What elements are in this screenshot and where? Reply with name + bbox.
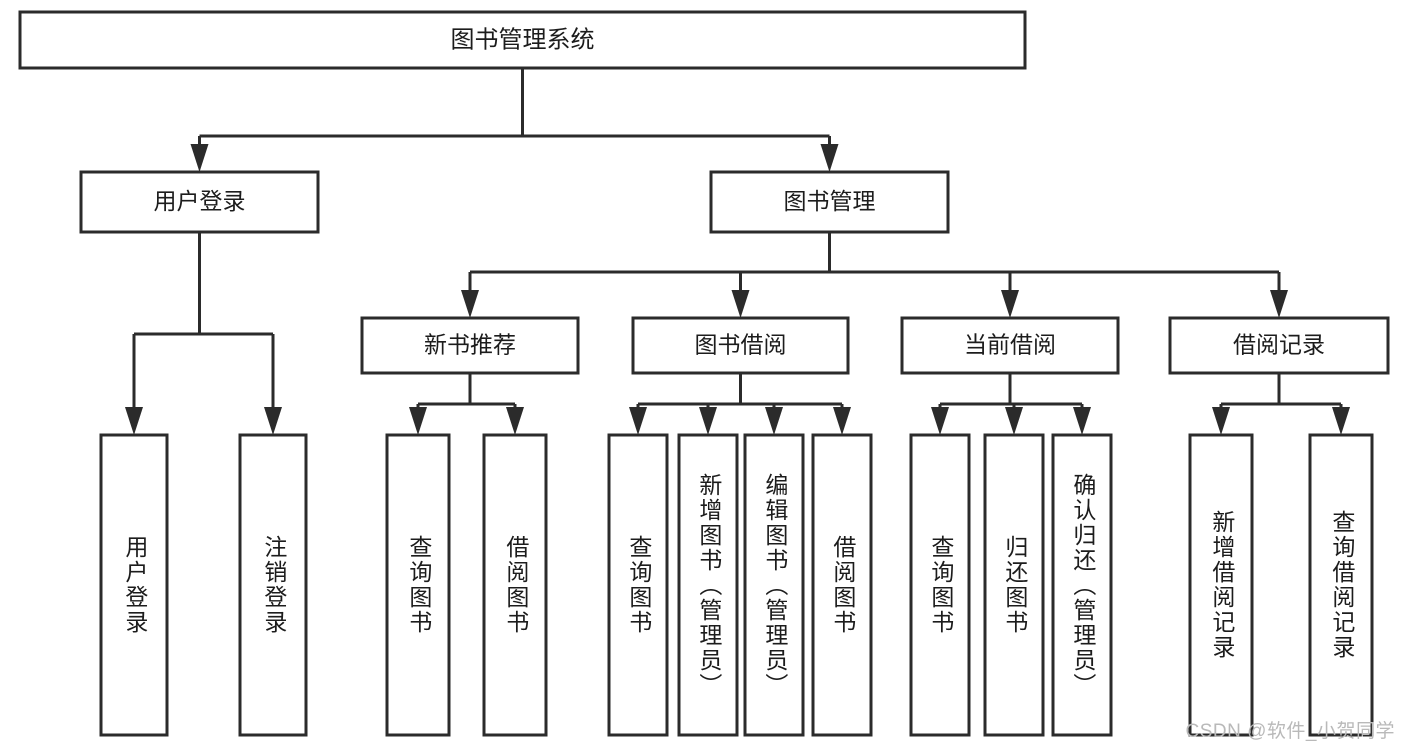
connector-root-to-level2 (190, 68, 839, 172)
node-borrow-record[interactable]: 借阅记录 (1168, 316, 1390, 375)
node-leaf-query-book-borrow[interactable] (607, 433, 669, 737)
node-leaf-query-borrow-record[interactable] (1308, 433, 1374, 737)
node-leaf-query-book-cur[interactable] (909, 433, 971, 737)
node-box-leaf-edit-book-admin[interactable] (743, 433, 805, 737)
connector-bookborrow-to-leaves (629, 373, 851, 435)
node-box-leaf-add-book-admin[interactable] (677, 433, 739, 737)
node-label-book-borrow: 图书借阅 (695, 332, 787, 358)
node-box-leaf-borrow-book[interactable] (811, 433, 873, 737)
node-box-book-manage[interactable] (709, 170, 950, 234)
connector-userlogin-to-leaves (125, 232, 282, 435)
connector-bookmanage-to-level3 (461, 232, 1288, 318)
connector-borrowrecord-to-leaves (1212, 373, 1350, 435)
connector-layer (125, 68, 1350, 435)
node-label-borrow-record: 借阅记录 (1233, 332, 1325, 358)
node-box-book-borrow[interactable] (631, 316, 850, 375)
node-box-leaf-query-book-rec[interactable] (385, 433, 451, 737)
watermark: CSDN @软件_小贺同学 (1185, 721, 1395, 742)
connector-newbookrec-to-leaves (409, 373, 524, 435)
node-current-borrow[interactable]: 当前借阅 (900, 316, 1120, 375)
node-box-root[interactable] (18, 10, 1027, 70)
node-box-leaf-query-book-cur[interactable] (909, 433, 971, 737)
node-leaf-user-logout[interactable] (238, 433, 308, 737)
node-leaf-borrow-book-rec[interactable] (482, 433, 548, 737)
node-user-login[interactable]: 用户登录 (79, 170, 320, 234)
node-leaf-confirm-return-admin[interactable] (1051, 433, 1113, 737)
node-label-current-borrow: 当前借阅 (964, 332, 1056, 358)
node-box-borrow-record[interactable] (1168, 316, 1390, 375)
node-box-leaf-query-book-borrow[interactable] (607, 433, 669, 737)
node-label-new-book-rec: 新书推荐 (424, 332, 516, 358)
node-box-new-book-rec[interactable] (360, 316, 580, 375)
node-box-leaf-user-login[interactable] (99, 433, 169, 737)
node-box-leaf-return-book[interactable] (983, 433, 1045, 737)
node-label-book-manage: 图书管理 (784, 188, 876, 214)
node-leaf-user-login[interactable] (99, 433, 169, 737)
node-box-leaf-confirm-return-admin[interactable] (1051, 433, 1113, 737)
node-book-borrow[interactable]: 图书借阅 (631, 316, 850, 375)
node-leaf-add-book-admin[interactable] (677, 433, 739, 737)
node-box-leaf-add-borrow-record[interactable] (1188, 433, 1254, 737)
connector-currentborrow-to-leaves (931, 373, 1091, 435)
node-label-root: 图书管理系统 (451, 26, 595, 53)
node-leaf-borrow-book[interactable] (811, 433, 873, 737)
node-box-user-login[interactable] (79, 170, 320, 234)
node-leaf-query-book-rec[interactable] (385, 433, 451, 737)
node-leaf-edit-book-admin[interactable] (743, 433, 805, 737)
node-leaf-add-borrow-record[interactable] (1188, 433, 1254, 737)
node-leaf-return-book[interactable] (983, 433, 1045, 737)
node-label-user-login: 用户登录 (154, 188, 246, 214)
node-box-leaf-query-borrow-record[interactable] (1308, 433, 1374, 737)
node-new-book-rec[interactable]: 新书推荐 (360, 316, 580, 375)
node-book-manage[interactable]: 图书管理 (709, 170, 950, 234)
node-root[interactable]: 图书管理系统 (18, 10, 1027, 70)
node-box-current-borrow[interactable] (900, 316, 1120, 375)
node-box-leaf-user-logout[interactable] (238, 433, 308, 737)
node-box-leaf-borrow-book-rec[interactable] (482, 433, 548, 737)
